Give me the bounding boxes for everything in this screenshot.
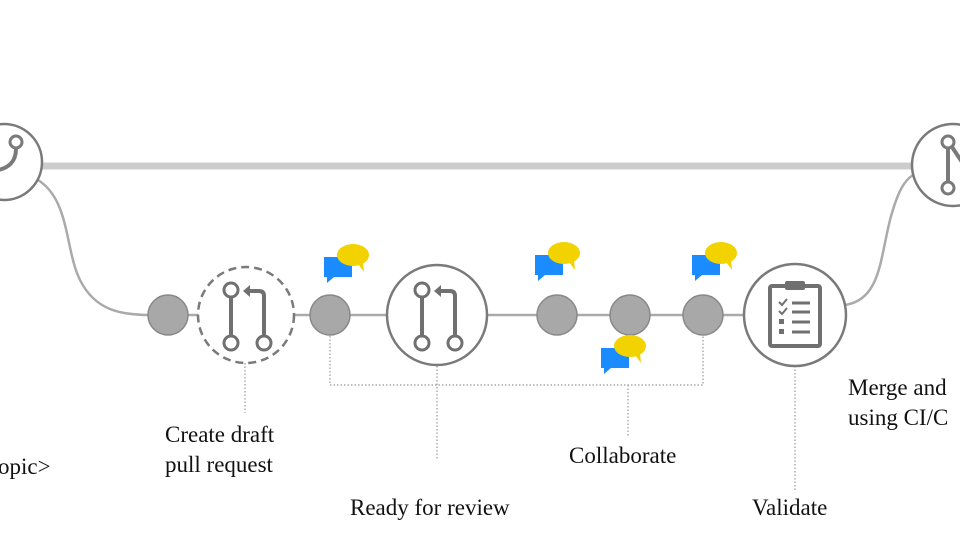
branch-icon [0,122,44,202]
create-draft-label-line2: pull request [165,452,273,477]
collaborate-label: Collaborate [569,443,677,468]
ready-for-review-label: Ready for review [350,495,510,520]
comment-icon [324,244,369,283]
commit-dot [682,294,724,336]
comment-icon [535,242,580,281]
branch-curve [37,178,151,317]
dotted-connectors [244,336,796,490]
topic-branch-label: opic> [0,454,51,479]
commit-dot [147,294,189,336]
commit-dot [536,294,578,336]
draft-pull-request-icon [196,265,296,365]
comment-icon [692,242,737,281]
commit-dot [309,294,351,336]
merge-label-line2: using CI/C [848,405,949,430]
commit-dot [609,294,651,336]
pull-request-icon [385,263,489,367]
merge-icon [910,122,960,208]
clipboard-checklist-icon [742,262,848,368]
merge-label-line1: Merge and [848,375,947,400]
validate-label: Validate [752,495,828,520]
merge-curve [844,173,914,307]
create-draft-label-line1: Create draft [165,422,275,447]
comment-icon [601,335,646,374]
